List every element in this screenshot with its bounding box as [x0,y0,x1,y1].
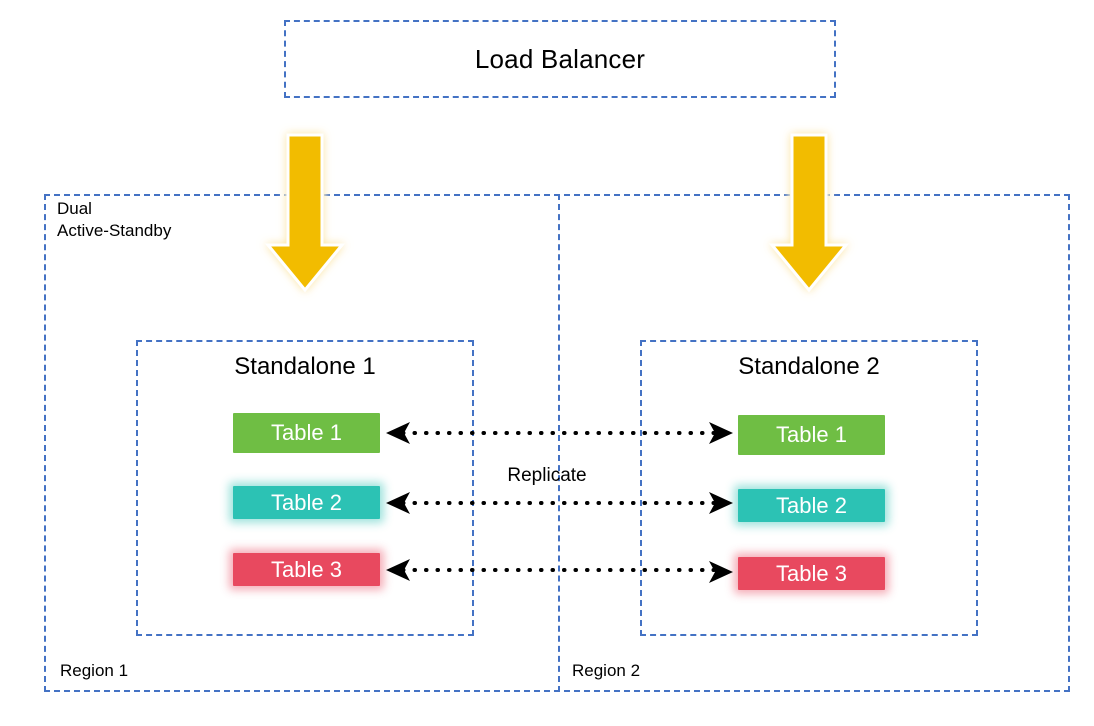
standalone-2-table-2[interactable]: Table 2 [738,489,885,522]
standalone-2-table-1[interactable]: Table 1 [738,415,885,455]
dual-active-standby-region-box [44,194,1070,692]
standalone-1-table-2[interactable]: Table 2 [233,486,380,519]
region-divider [558,194,560,692]
standalone-1-table-1[interactable]: Table 1 [233,413,380,453]
standalone-1-title: Standalone 1 [234,353,376,380]
standalone-1-table-3[interactable]: Table 3 [233,553,380,586]
load-balancer-box: Load Balancer [284,20,836,98]
standalone-1-box [136,340,474,636]
replicate-label: Replicate [507,465,587,486]
region-2-label: Region 2 [572,661,641,680]
dual-active-standby-label: Dual Active-Standby [57,199,172,240]
standalone-2-table-3[interactable]: Table 3 [738,557,885,590]
standalone-2-title: Standalone 2 [738,353,880,380]
standalone-2-box [640,340,978,636]
load-balancer-label: Load Balancer [474,43,646,74]
region-1-label: Region 1 [60,661,129,680]
